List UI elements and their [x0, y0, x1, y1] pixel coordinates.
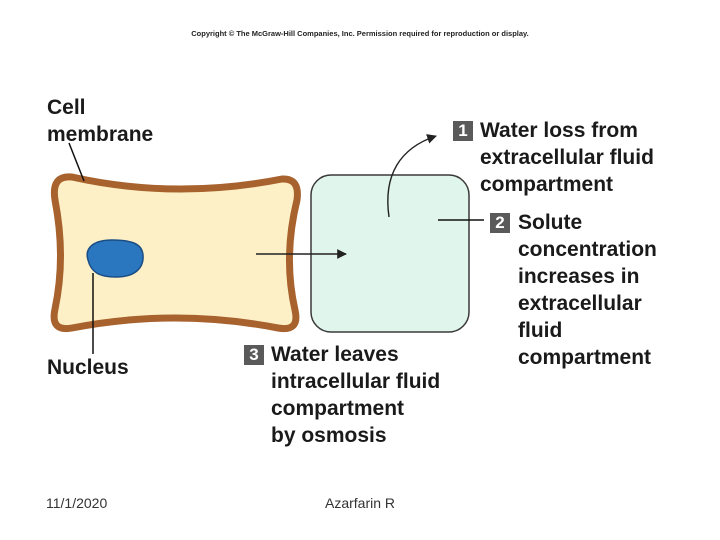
step-3-label: Water leaves intracellular fluid compart… [271, 343, 441, 447]
step-1-badge: 1 [453, 121, 473, 141]
step-1-label: Water loss from extracellular fluid comp… [480, 119, 654, 196]
nucleus-label: Nucleus [47, 356, 129, 379]
nucleus-shape [86, 239, 144, 278]
step-2-badge: 2 [490, 213, 510, 233]
water-loss-arrow [387, 134, 437, 218]
membrane-leader [68, 142, 85, 182]
cell-body [50, 173, 301, 333]
step-3-badge: 3 [244, 345, 264, 365]
cell-membrane-label: Cell membrane [47, 96, 154, 146]
step-2-label: Solute concentration increases in extrac… [518, 211, 657, 369]
footer-date: 11/1/2020 [46, 495, 108, 511]
footer-author: Azarfarin R [325, 495, 396, 511]
copyright-notice: Copyright © The McGraw-Hill Companies, I… [191, 29, 529, 38]
